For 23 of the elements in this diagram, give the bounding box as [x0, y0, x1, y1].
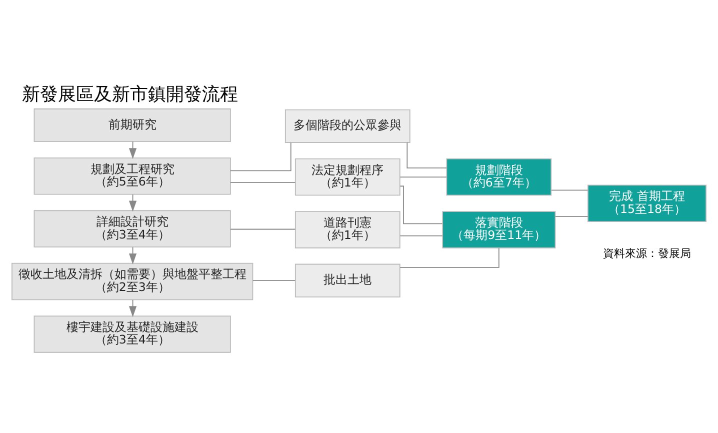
node-box: 道路刊憲 （約1年）: [294, 210, 400, 248]
node-box: 規劃階段 （約6至7年）: [446, 158, 552, 196]
diagram-title: 新發展區及新市鎮開發流程: [22, 83, 238, 104]
node-box: 落實階段 （每期9至11年）: [442, 210, 556, 248]
connector: [230, 228, 296, 230]
node-box: 批出土地: [294, 263, 400, 297]
connector: [400, 185, 443, 224]
connector: [406, 142, 448, 168]
node-box: 規劃及工程研究 （約5至6年）: [34, 157, 231, 194]
connector: [400, 176, 447, 177]
connector: [551, 189, 588, 190]
connector: [400, 247, 500, 268]
connector: [400, 234, 443, 236]
label: 資料來源：發展局: [602, 246, 691, 260]
node-box: 多個階段的公眾參與: [284, 108, 410, 142]
node-box: 詳細設計研究 （約3至4年）: [34, 210, 231, 247]
node-box: 法定規劃程序 （約1年）: [294, 158, 400, 196]
connector: [252, 280, 296, 281]
node-box: 前期研究: [34, 108, 231, 142]
connector: [230, 142, 292, 171]
node-box: 徵收土地及清拆（如需要）與地盤平整工程 （約2至3年）: [12, 262, 254, 300]
node-box: 完成 首期工程 （15至18年）: [587, 184, 706, 222]
node-box: 樓宇建設及基礎設施建設 （約3至4年）: [34, 315, 231, 352]
